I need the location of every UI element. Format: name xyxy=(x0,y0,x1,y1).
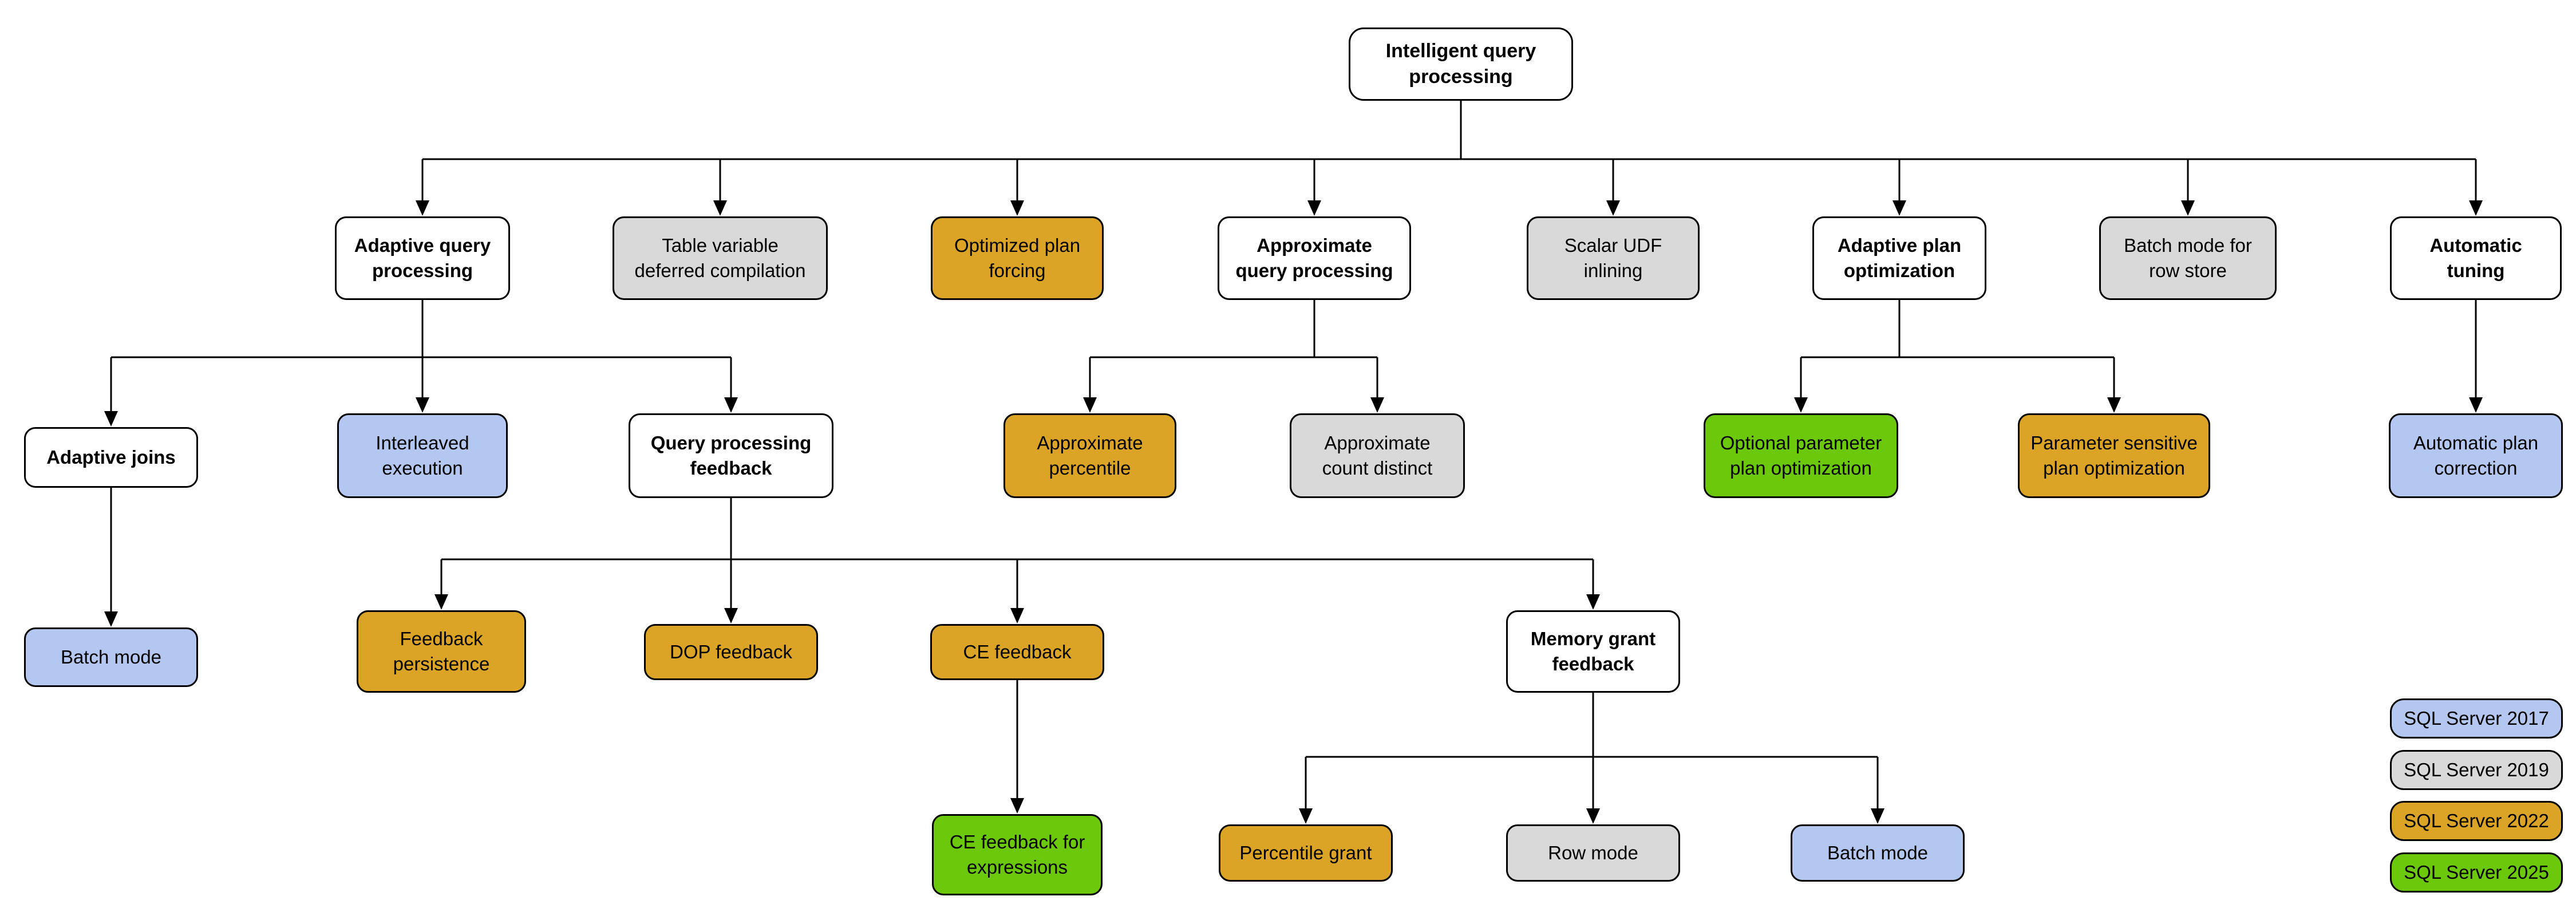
node-interleaved-execution: Interleaved execution xyxy=(337,413,508,498)
node-automatic-plan-correction: Automatic plan correction xyxy=(2389,413,2563,498)
node-batch-mode-row-store: Batch mode for row store xyxy=(2099,216,2277,300)
node-optimized-plan-forcing: Optimized plan forcing xyxy=(931,216,1104,300)
arrowhead-icon xyxy=(1299,808,1313,824)
arrowhead-icon xyxy=(1307,200,1321,216)
arrowhead-icon xyxy=(1794,397,1808,413)
node-dop-feedback: DOP feedback xyxy=(644,624,818,680)
node-ce-feedback: CE feedback xyxy=(930,624,1104,680)
node-table-variable: Table variable deferred compilation xyxy=(613,216,828,300)
node-batch-mode-mgf: Batch mode xyxy=(1791,824,1965,882)
node-percentile-grant: Percentile grant xyxy=(1219,824,1393,882)
node-scalar-udf: Scalar UDF inlining xyxy=(1527,216,1700,300)
node-feedback-persistence: Feedback persistence xyxy=(357,610,526,693)
node-adaptive-qp: Adaptive query processing xyxy=(335,216,510,300)
arrowhead-icon xyxy=(1586,594,1600,610)
arrowhead-icon xyxy=(104,411,118,427)
arrowhead-icon xyxy=(1010,200,1024,216)
arrowhead-icon xyxy=(1010,608,1024,623)
node-adaptive-joins: Adaptive joins xyxy=(24,427,198,488)
arrowhead-icon xyxy=(1893,200,1906,216)
arrowhead-icon xyxy=(104,611,118,627)
node-batch-mode-aj: Batch mode xyxy=(24,627,198,687)
arrowhead-icon xyxy=(1370,397,1384,413)
arrowhead-icon xyxy=(416,397,429,413)
node-approx-percentile: Approximate percentile xyxy=(1003,413,1176,498)
arrowhead-icon xyxy=(724,397,738,413)
legend-sql2025: SQL Server 2025 xyxy=(2390,852,2563,893)
node-approx-count-distinct: Approximate count distinct xyxy=(1290,413,1465,498)
arrowhead-icon xyxy=(1010,798,1024,814)
legend-sql2022: SQL Server 2022 xyxy=(2390,801,2563,841)
arrowhead-icon xyxy=(1586,808,1600,824)
node-qp-feedback: Query processing feedback xyxy=(629,413,833,498)
node-adaptive-plan-opt: Adaptive plan optimization xyxy=(1812,216,1986,300)
arrowhead-icon xyxy=(1083,397,1097,413)
node-param-sensitive-plan-opt: Parameter sensitive plan optimization xyxy=(2018,413,2210,498)
node-memory-grant-feedback: Memory grant feedback xyxy=(1506,610,1680,693)
arrowhead-icon xyxy=(2469,397,2483,413)
node-automatic-tuning: Automatic tuning xyxy=(2390,216,2562,300)
arrowhead-icon xyxy=(724,608,738,623)
arrowhead-icon xyxy=(1871,808,1884,824)
node-ce-feedback-expressions: CE feedback for expressions xyxy=(932,814,1103,895)
arrowhead-icon xyxy=(1606,200,1620,216)
node-row-mode: Row mode xyxy=(1506,824,1680,882)
arrowhead-icon xyxy=(2181,200,2195,216)
legend-sql2017: SQL Server 2017 xyxy=(2390,698,2563,739)
node-approx-qp: Approximate query processing xyxy=(1218,216,1411,300)
node-optional-param-plan-opt: Optional parameter plan optimization xyxy=(1704,413,1898,498)
arrowhead-icon xyxy=(713,200,727,216)
arrowhead-icon xyxy=(2469,200,2483,216)
arrowhead-icon xyxy=(434,594,448,610)
legend-sql2019: SQL Server 2019 xyxy=(2390,750,2563,790)
arrowhead-icon xyxy=(416,200,429,216)
arrowhead-icon xyxy=(2107,397,2121,413)
node-root: Intelligent query processing xyxy=(1349,27,1573,101)
